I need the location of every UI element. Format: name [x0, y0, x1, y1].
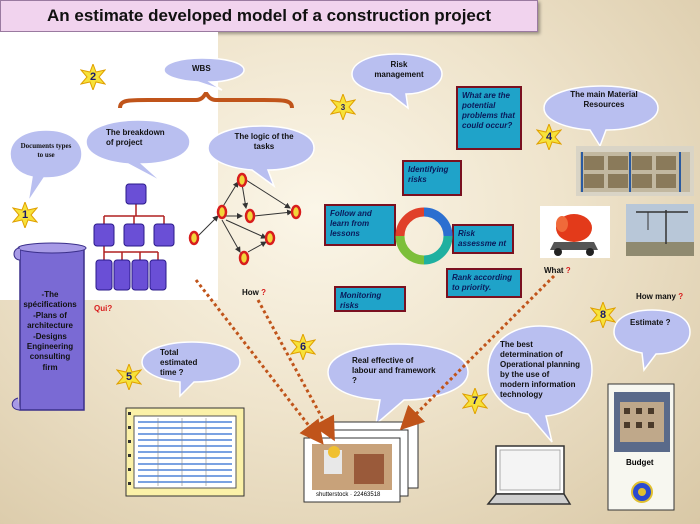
- stock-watermark: shutterstock · 22463518: [316, 492, 381, 498]
- identifying-risks-box: Identifying risks: [402, 160, 462, 196]
- documents-list: -The spécifications -Plans of architectu…: [23, 290, 77, 372]
- wbs-bubble: WBS: [162, 56, 248, 92]
- page-title: An estimate developed model of a constru…: [0, 0, 538, 32]
- laptop-icon: [486, 445, 572, 505]
- budget-document: [607, 383, 675, 511]
- risk-management-bubble: Risk management: [350, 52, 446, 110]
- material-resources-bubble: The main Material Resources: [542, 84, 662, 148]
- logic-bubble: The logic of the tasks: [206, 124, 318, 189]
- cement-mixer-image: [540, 206, 610, 258]
- risk-cycle-icon: [395, 207, 453, 265]
- documents-scroll: [11, 242, 87, 411]
- step-7-star: 7: [461, 386, 489, 416]
- step-8-star: 8: [589, 300, 617, 330]
- step-1-star: 1: [11, 200, 39, 230]
- documents-bubble: Documents types to use: [6, 128, 86, 204]
- total-time-bubble: Total estimated time ?: [140, 340, 244, 398]
- monitoring-risks-box: Monitoring risks: [334, 286, 406, 312]
- budget-label: Budget: [626, 458, 654, 467]
- schedule-gantt-image: [125, 407, 245, 497]
- estimate-bubble: Estimate ?: [612, 308, 694, 372]
- rank-priority-box: Rank according to priority.: [446, 268, 522, 298]
- step-5-star: 5: [115, 362, 143, 392]
- step-2-star: 2: [79, 62, 107, 92]
- what-label: What ?: [544, 266, 571, 275]
- how-label: How ?: [242, 288, 266, 297]
- follow-lessons-box: Follow and learn from lessons: [324, 204, 396, 246]
- labour-bubble: Real effective of labour and framework ?: [326, 342, 472, 426]
- step-3-star: 3: [329, 92, 357, 122]
- step-6-star: 6: [289, 332, 317, 362]
- wbs-org-chart: [93, 183, 175, 291]
- warehouse-image: [576, 146, 694, 196]
- breakdown-bubble: The breakdown of project: [84, 118, 194, 184]
- risk-assessment-box: Risk assessme nt: [452, 224, 514, 254]
- crane-site-image: [626, 204, 694, 256]
- planning-bubble: The best determination of Operational pl…: [486, 324, 596, 444]
- potential-problems-box: What are the potential problems that cou…: [456, 86, 522, 150]
- qui-label: Qui?: [94, 304, 113, 313]
- step-4-star: 4: [535, 122, 563, 152]
- task-logic-network: [188, 172, 302, 266]
- how-many-label: How many ?: [636, 292, 684, 301]
- wbs-brace: [118, 92, 294, 109]
